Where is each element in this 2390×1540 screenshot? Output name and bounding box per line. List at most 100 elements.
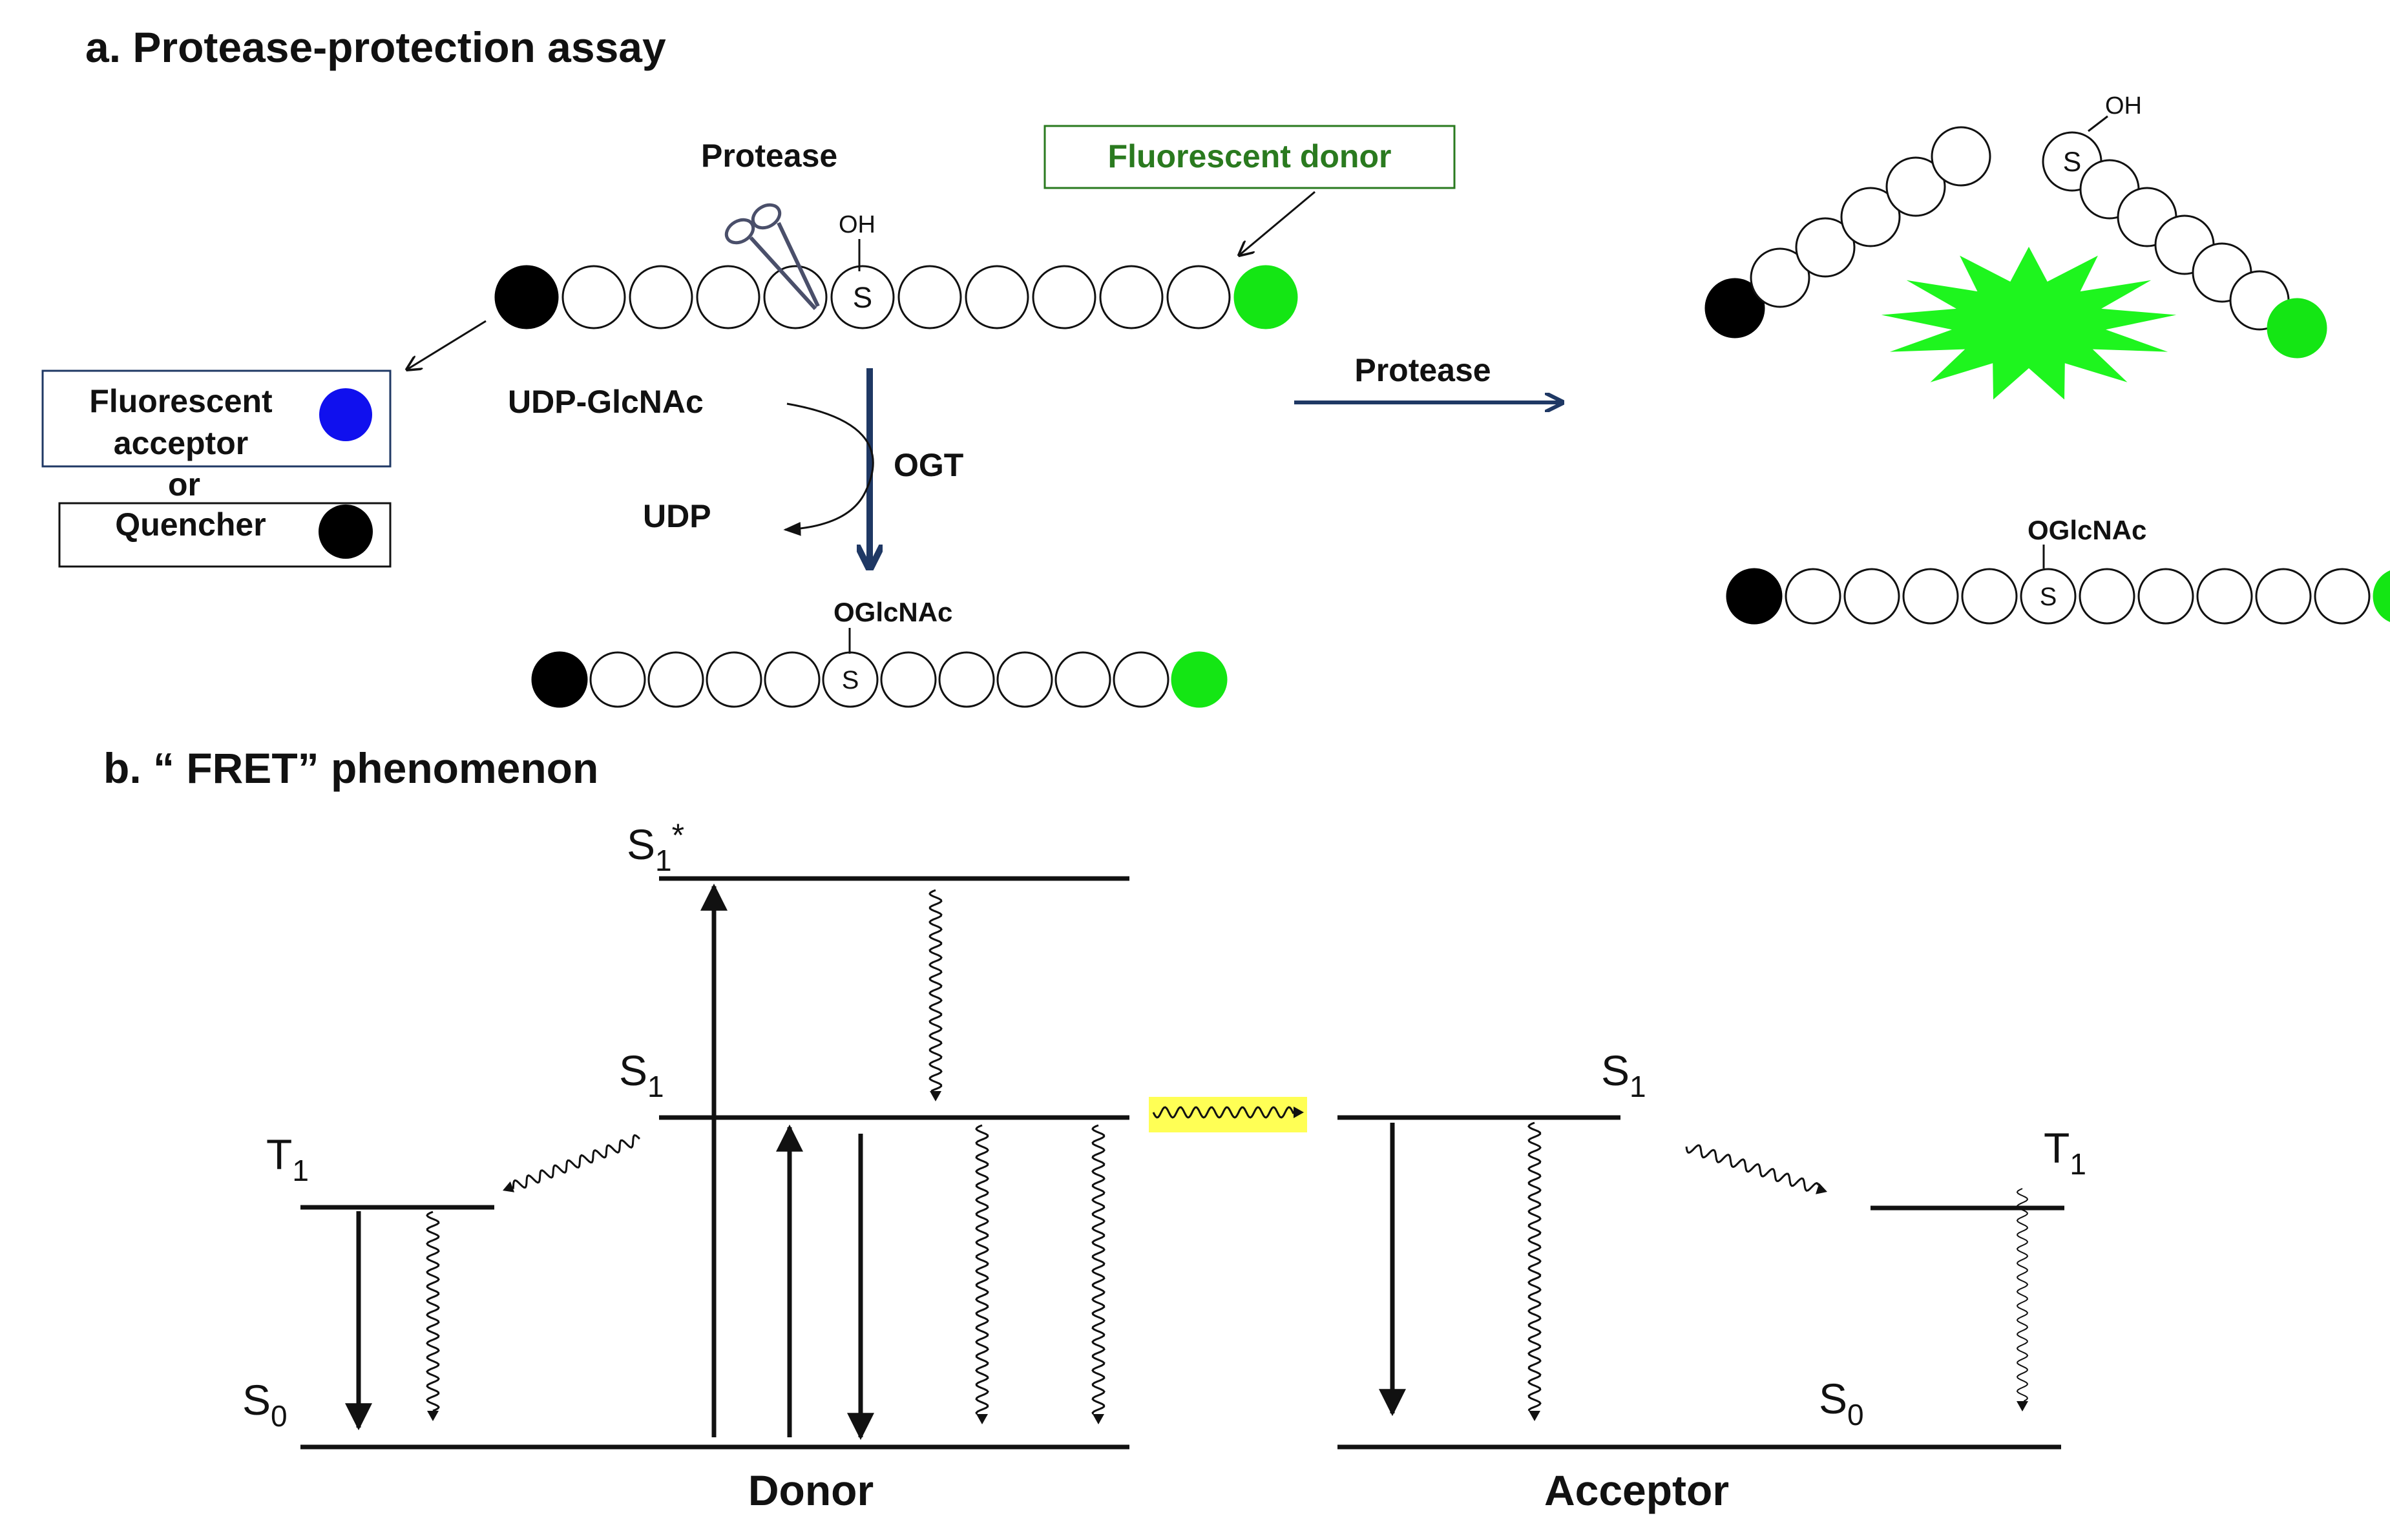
panel-b-heading: b. “ FRET” phenomenon: [103, 744, 598, 792]
label-s1-star: S1*: [627, 817, 684, 877]
internal-conversion-wave-1-head: [976, 1414, 988, 1424]
internal-conversion-wave-1: [975, 1124, 989, 1415]
donor-pointer-arrow: [1239, 191, 1316, 255]
oglcnac-label-right: OGlcNAc: [2028, 515, 2146, 545]
udp-glcnac-label: UDP-GlcNAc: [508, 384, 704, 420]
residue: [1750, 247, 1810, 308]
acceptor-dot: [319, 388, 372, 441]
radiative-transitions: [345, 883, 1406, 1441]
energy-levels: [300, 876, 2064, 1450]
oglcnac-label-mid: OGlcNAc: [833, 597, 952, 627]
quencher-residue: [1704, 278, 1765, 338]
acceptor-relaxation-wave: [1527, 1121, 1542, 1411]
residue: [2255, 568, 2312, 625]
residue: [965, 265, 1029, 329]
acceptor-legend-line2: acceptor: [114, 425, 248, 461]
internal-conversion-wave-2-head: [1093, 1414, 1104, 1424]
residue: [996, 651, 1053, 708]
panel-a-heading: a. Protease-protection assay: [85, 23, 666, 71]
cleaved-fragment-left: [1704, 126, 1991, 338]
residue: [1054, 651, 1111, 708]
label-s0-donor: S0: [242, 1376, 288, 1433]
residue: [696, 265, 760, 329]
acceptor-triplet-decay-wave-head: [2017, 1401, 2028, 1411]
residue: [1113, 651, 1169, 708]
donor-triplet-decay-wave: [426, 1211, 440, 1412]
donor-residue: [2267, 298, 2327, 359]
residue: [1099, 265, 1164, 329]
residue: [1931, 126, 1991, 187]
residue: [1166, 265, 1231, 329]
peptide-chain-protected: S: [1726, 568, 2390, 625]
serine-label: S: [2040, 583, 2057, 611]
vibrational-relaxation-wave-head: [930, 1091, 941, 1101]
donor-residue: [1171, 651, 1228, 708]
donor-residue: [2373, 570, 2390, 623]
nonradiative-transitions: [426, 889, 2029, 1424]
quencher-residue: [1726, 568, 1783, 625]
label-s1-donor: S1: [619, 1046, 664, 1103]
residue: [1885, 156, 1946, 217]
residue: [938, 651, 995, 708]
residue: [897, 265, 962, 329]
serine-residue: [830, 265, 895, 329]
fluorescent-donor-label: Fluorescent donor: [1108, 138, 1392, 174]
residue: [1843, 568, 1900, 625]
quencher-legend-label: Quencher: [115, 506, 266, 543]
cleaved-fragment-right: S: [2042, 131, 2327, 359]
residue: [1032, 265, 1096, 329]
residue: [706, 651, 762, 708]
donor-label: Donor: [748, 1466, 874, 1514]
oh-label-right: OH: [2105, 92, 2142, 120]
fret-transfer-wave: [1152, 1106, 1295, 1119]
residue: [1961, 568, 2018, 625]
residue: [764, 651, 821, 708]
or-label: or: [168, 466, 200, 503]
acceptor-triplet-decay-wave: [2016, 1188, 2029, 1402]
label-s1-acceptor: S1: [1601, 1046, 1646, 1103]
acceptor-legend-box: Fluorescent acceptor: [41, 369, 392, 468]
peptide-chain-top: S: [494, 265, 1298, 329]
fret-transfer-wave-head: [1294, 1107, 1304, 1118]
residue: [647, 651, 704, 708]
peptide-chain-glycosylated: S: [531, 651, 1228, 708]
acceptor-pointer-arrow: [407, 320, 487, 369]
residue: [1785, 568, 1841, 625]
vibrational-relaxation-wave: [928, 889, 943, 1092]
residue: [561, 265, 626, 329]
residue: [880, 651, 937, 708]
residue: [589, 651, 646, 708]
quencher-legend-box: Quencher: [58, 502, 392, 568]
residue: [2196, 568, 2253, 625]
acceptor-label: Acceptor: [1544, 1466, 1729, 1514]
intersystem-crossing-wave-head: [503, 1181, 515, 1192]
residue: [763, 265, 828, 329]
label-t1-donor: T1: [266, 1130, 309, 1187]
quencher-residue: [531, 651, 588, 708]
quencher-dot: [319, 505, 373, 559]
oh-label-top: OH: [839, 211, 875, 238]
ogt-label: OGT: [894, 447, 963, 483]
fluorescence-burst: [1881, 247, 2177, 400]
oh-bond-right: [2088, 115, 2108, 132]
fluorescent-donor-box: Fluorescent donor: [1043, 125, 1456, 189]
udp-label: UDP: [643, 498, 711, 534]
donor-residue: [1233, 265, 1298, 329]
protease-label: Protease: [701, 138, 837, 174]
internal-conversion-wave-2: [1091, 1124, 1106, 1415]
acceptor-relaxation-wave-head: [1529, 1411, 1540, 1421]
donor-triplet-decay-wave-head: [427, 1411, 439, 1421]
acceptor-isc-wave-head: [1816, 1183, 1827, 1194]
residue: [1902, 568, 1959, 625]
acceptor-isc-wave: [1685, 1144, 1819, 1192]
residue: [1840, 187, 1901, 247]
residue: [1795, 217, 1856, 278]
residue: [2137, 568, 2194, 625]
label-t1-acceptor: T1: [2044, 1124, 2086, 1181]
serine-label: S: [853, 281, 872, 314]
protease-arrow-label: Protease: [1354, 352, 1491, 388]
residue: [629, 265, 693, 329]
residue: [2314, 568, 2371, 625]
label-s0-acceptor: S0: [1819, 1375, 1864, 1431]
